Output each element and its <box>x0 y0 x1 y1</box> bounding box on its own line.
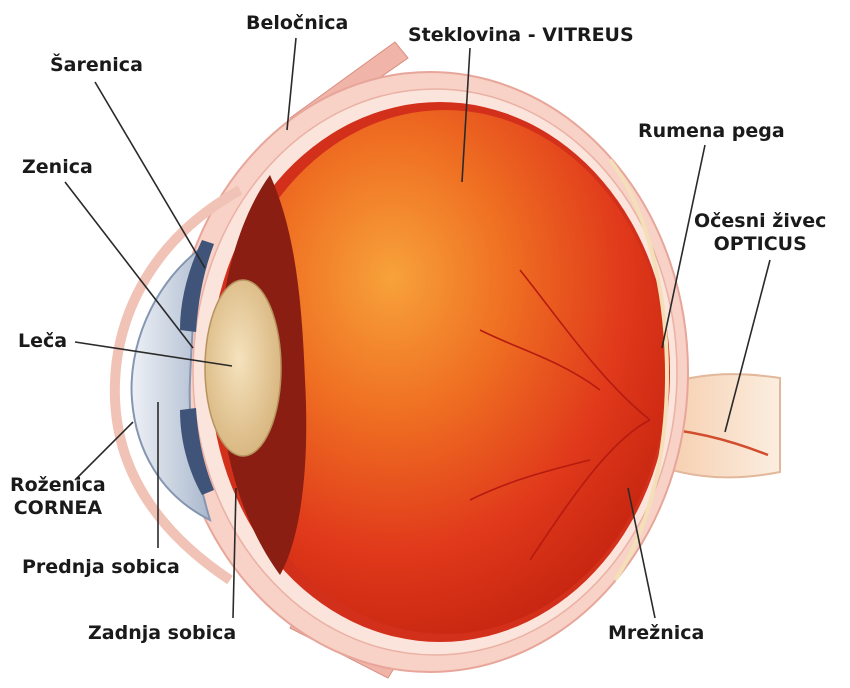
label-sarenica: Šarenica <box>50 54 143 77</box>
label-steklovina: Steklovina - VITREUS <box>408 24 634 47</box>
label-rumena-pega: Rumena pega <box>638 120 785 143</box>
label-prednja-sobica: Prednja sobica <box>22 556 180 579</box>
label-rozenica: Roženica CORNEA <box>10 474 106 520</box>
label-mreznica: Mrežnica <box>608 622 704 645</box>
label-zenica: Zenica <box>22 156 93 179</box>
label-ocesni-zivec-line2: OPTICUS <box>694 233 826 256</box>
label-rozenica-line2: CORNEA <box>10 497 106 520</box>
label-ocesni-zivec-line1: Očesni živec <box>694 210 826 233</box>
label-rozenica-line1: Roženica <box>10 474 106 497</box>
label-zadnja-sobica: Zadnja sobica <box>88 622 236 645</box>
label-ocesni-zivec: Očesni živec OPTICUS <box>694 210 826 256</box>
label-belocnica: Beločnica <box>246 12 348 35</box>
label-leca: Leča <box>18 330 67 353</box>
lens <box>205 280 281 456</box>
